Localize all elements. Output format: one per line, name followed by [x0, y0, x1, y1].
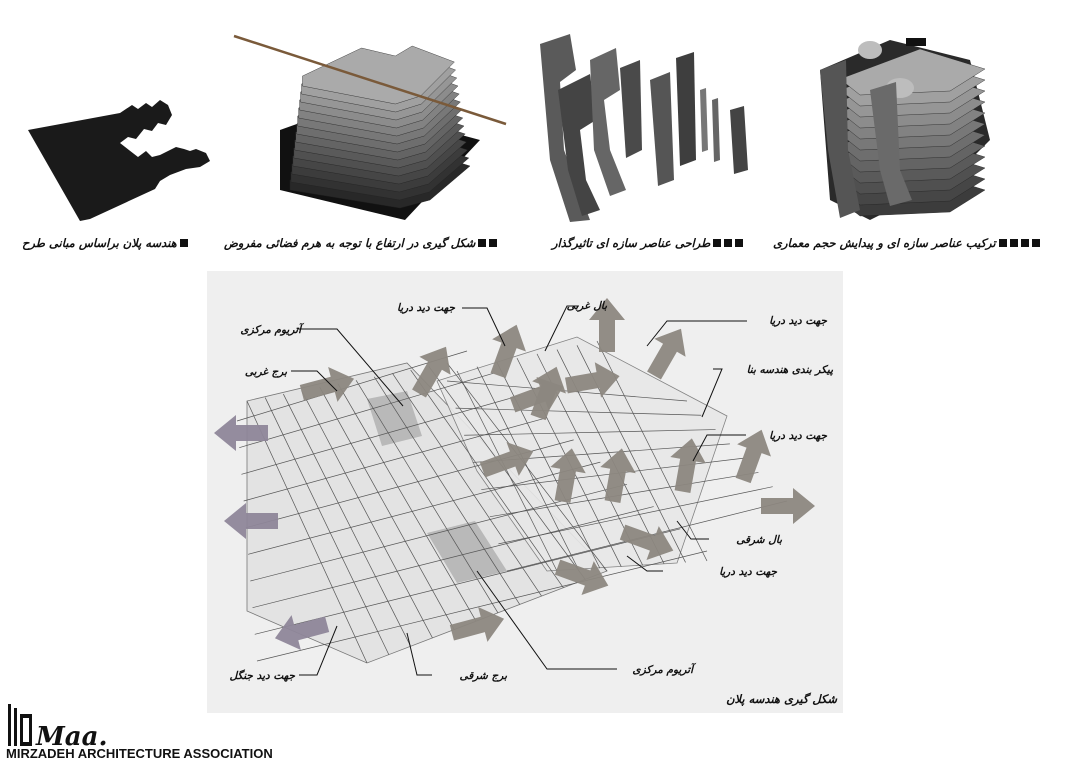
- label-forest-view: جهت دید جنگل: [230, 669, 296, 682]
- caption-marker: [177, 236, 188, 250]
- logo-script: Maa.: [36, 722, 108, 752]
- view-arrow-icon: [224, 503, 278, 539]
- logo-mark-icon: [8, 704, 32, 746]
- architectural-volume-thumbnail: [820, 38, 990, 220]
- view-arrow-icon: [214, 415, 268, 451]
- logo: [6, 702, 296, 764]
- caption-marker: [710, 236, 744, 250]
- height-massing-thumbnail: [233, 34, 507, 220]
- step-2-caption: شکل گیری در ارتفاع با توجه به هرم فضائی …: [224, 236, 498, 250]
- label-west-wing: بال غربی: [567, 300, 608, 312]
- caption-text: طراحی عناصر سازه ای تاثیرگذار: [552, 236, 711, 250]
- caption-text: ترکیب عناصر سازه ای و پیدایش حجم معماری: [773, 236, 996, 250]
- view-arrow-icon: [550, 448, 586, 503]
- central-atrium-west: [367, 391, 422, 446]
- view-arrow-icon: [565, 362, 620, 398]
- plan-geometry-diagram: جهت دید دریا بال غربی جهت دید دریا آتریو…: [207, 271, 843, 713]
- logo-name: MIRZADEH ARCHITECTURE ASSOCIATION: [6, 746, 273, 761]
- view-arrow-icon: [735, 429, 771, 484]
- caption-text: هندسه پلان براساس مبانی طرح: [22, 236, 177, 250]
- label-east-wing: بال شرقی: [736, 534, 783, 546]
- logo-mark-text: Maa.: [36, 722, 108, 752]
- label-sea-view-3: جهت دید دریا: [769, 430, 827, 442]
- step-4-caption: ترکیب عناصر سازه ای و پیدایش حجم معماری: [773, 236, 1040, 250]
- label-sea-view-1: جهت دید دریا: [397, 302, 455, 314]
- view-arrow-icon: [554, 559, 609, 595]
- view-arrow-icon: [299, 367, 355, 402]
- label-sea-view-4: جهت دید دریا: [719, 566, 777, 578]
- label-building-form: پیکر بندی هندسه بنا: [747, 364, 834, 376]
- step-1-caption: هندسه پلان براساس مبانی طرح: [22, 236, 188, 250]
- view-arrow-icon: [449, 607, 505, 642]
- plan-geometry-thumbnail: [28, 100, 210, 221]
- view-arrow-icon: [600, 448, 636, 503]
- label-sea-view-2: جهت دید دریا: [769, 315, 827, 327]
- caption-marker: [996, 236, 1040, 250]
- label-central-atrium-top: آتریوم مرکزی: [240, 322, 305, 336]
- label-central-atrium-bottom: آتریوم مرکزی: [632, 662, 697, 676]
- east-tower-slab: [436, 336, 728, 572]
- diagram-title: شکل گیری هندسه پلان: [726, 692, 838, 707]
- view-arrow-icon: [589, 298, 625, 352]
- view-arrow-icon: [647, 328, 686, 380]
- leader-lines: [291, 305, 747, 676]
- structural-elements-thumbnail: [540, 34, 748, 222]
- view-arrow-icon: [670, 438, 706, 493]
- label-west-tower: برج غربی: [245, 366, 288, 378]
- step-3-caption: طراحی عناصر سازه ای تاثیرگذار: [552, 236, 744, 250]
- caption-marker: [475, 236, 498, 250]
- view-arrow-icon: [479, 442, 534, 478]
- caption-text: شکل گیری در ارتفاع با توجه به هرم فضائی …: [224, 236, 476, 250]
- view-arrow-icon: [412, 346, 451, 398]
- view-arrow-icon: [490, 324, 526, 379]
- view-arrow-icon: [274, 615, 330, 650]
- view-arrow-icon: [619, 524, 674, 560]
- label-east-tower: برج شرقی: [459, 670, 508, 682]
- view-arrow-icon: [761, 488, 815, 524]
- view-arrow-icon: [530, 366, 566, 421]
- central-atrium-east: [427, 521, 507, 583]
- view-arrows: [214, 298, 815, 650]
